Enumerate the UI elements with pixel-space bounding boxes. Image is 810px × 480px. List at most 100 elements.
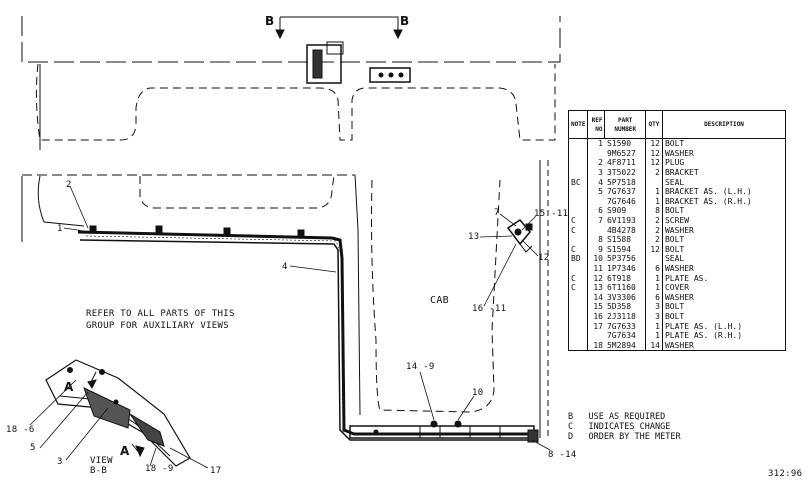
- ref-number-cell: [588, 197, 605, 207]
- callout-18-9: 18 -9: [145, 464, 174, 474]
- description-cell: SCREW: [664, 216, 690, 226]
- note-cell: BC: [568, 177, 589, 187]
- qty-cell: 6: [645, 263, 663, 274]
- qty-cell: [645, 254, 663, 264]
- ref-number-cell: 5: [598, 187, 603, 197]
- qty-cell: 1: [645, 282, 663, 293]
- ref-number-cell: 10: [593, 254, 603, 264]
- section-marker-left: B: [265, 14, 275, 28]
- ref-number-cell: 7: [598, 216, 603, 226]
- note-cell: [568, 167, 589, 178]
- note-cell: [568, 158, 589, 168]
- view-caption-line-2: B-B: [90, 466, 108, 476]
- part-number-cell: S1588: [604, 234, 646, 245]
- callout-18-6: 18 -6: [6, 425, 35, 435]
- qty-cell: 1: [645, 186, 663, 197]
- header-description: DESCRIPTION: [662, 110, 786, 139]
- description-cell: SEAL: [664, 254, 685, 264]
- callout-2: 2: [66, 180, 72, 190]
- ref-number-cell: 8: [598, 235, 603, 245]
- qty-cell: 2: [645, 234, 663, 245]
- qty-cell: 3: [645, 302, 663, 312]
- note-cell: [568, 138, 589, 149]
- qty-cell: [645, 177, 663, 187]
- ref-number-cell: 2: [598, 158, 603, 168]
- description-cell: WASHER: [664, 225, 694, 235]
- part-number-cell: S909: [604, 206, 646, 216]
- note-cell: [568, 263, 589, 274]
- description-cell: BRACKET AS. (R.H.): [664, 196, 752, 206]
- callout-15-11: 15 -11: [534, 209, 569, 219]
- note-cell: [568, 302, 589, 312]
- qty-cell: 6: [645, 292, 663, 303]
- qty-cell: 1: [645, 321, 663, 331]
- header-note: NOTE: [568, 110, 589, 139]
- right-mount-cluster: [506, 219, 533, 253]
- top-bracket-parts: [306, 41, 411, 84]
- view-marker-a-lower: A: [120, 444, 130, 458]
- ref-number-cell: 14: [593, 292, 603, 302]
- description-cell: PLUG: [664, 158, 685, 168]
- qty-cell: 1: [645, 330, 663, 341]
- ref-number-cell: 15: [593, 302, 603, 312]
- ref-number-cell: 9: [598, 244, 603, 254]
- part-number-cell: 7G7634: [604, 330, 646, 341]
- leader-lines: [29, 185, 551, 469]
- qty-cell: 12: [645, 244, 663, 255]
- qty-cell: 8: [645, 206, 663, 216]
- note-cell: [568, 206, 589, 216]
- ref-number-cell: [588, 225, 605, 235]
- part-number-cell: 2J3118: [604, 311, 646, 322]
- part-number-cell: 7G7646: [604, 196, 646, 207]
- part-number-cell: 4F8711: [604, 158, 646, 168]
- part-number-cell: 9M6527: [604, 148, 646, 159]
- description-cell: PLATE AS. (L.H.): [664, 321, 743, 331]
- header-qty: QTY: [645, 110, 663, 139]
- part-number-cell: 3T5022: [604, 167, 646, 178]
- callout-3: 3: [57, 457, 63, 467]
- qty-cell: 2: [645, 225, 663, 235]
- part-number-cell: 4B4278: [604, 225, 646, 235]
- description-cell: WASHER: [664, 264, 694, 274]
- qty-cell: 12: [645, 148, 663, 159]
- callout-7: 7: [494, 208, 500, 218]
- part-number-cell: 5P3756: [604, 254, 646, 264]
- qty-cell: 12: [645, 158, 663, 168]
- part-number-cell: 5M2894: [604, 340, 646, 351]
- page-number: 312:96: [768, 469, 803, 479]
- note-cell: C: [568, 215, 589, 226]
- header-part-number: PART NUMBER: [604, 110, 646, 139]
- part-number-cell: 3V3306: [604, 292, 646, 303]
- part-number-cell: 1P7346: [604, 263, 646, 274]
- ref-number-cell: 4: [598, 177, 603, 187]
- bottom-base-plate: [349, 420, 539, 443]
- legend-item-b: B USE AS REQUIRED: [568, 412, 666, 422]
- ref-number-cell: 18: [593, 340, 603, 350]
- section-line-b-b: [275, 16, 403, 40]
- header-ref-no: REF NO: [587, 110, 606, 139]
- description-cell: WASHER: [664, 340, 694, 350]
- view-b-b-detail: [45, 359, 191, 467]
- table-header-row: NOTE REF NO PART NUMBER QTY DESCRIPTION: [568, 110, 786, 139]
- part-number-cell: S1590: [604, 138, 646, 149]
- view-marker-a-upper: A: [64, 380, 74, 394]
- note-cell: [568, 234, 589, 245]
- section-marker-right: B: [400, 14, 410, 28]
- description-cell: BOLT: [664, 139, 685, 149]
